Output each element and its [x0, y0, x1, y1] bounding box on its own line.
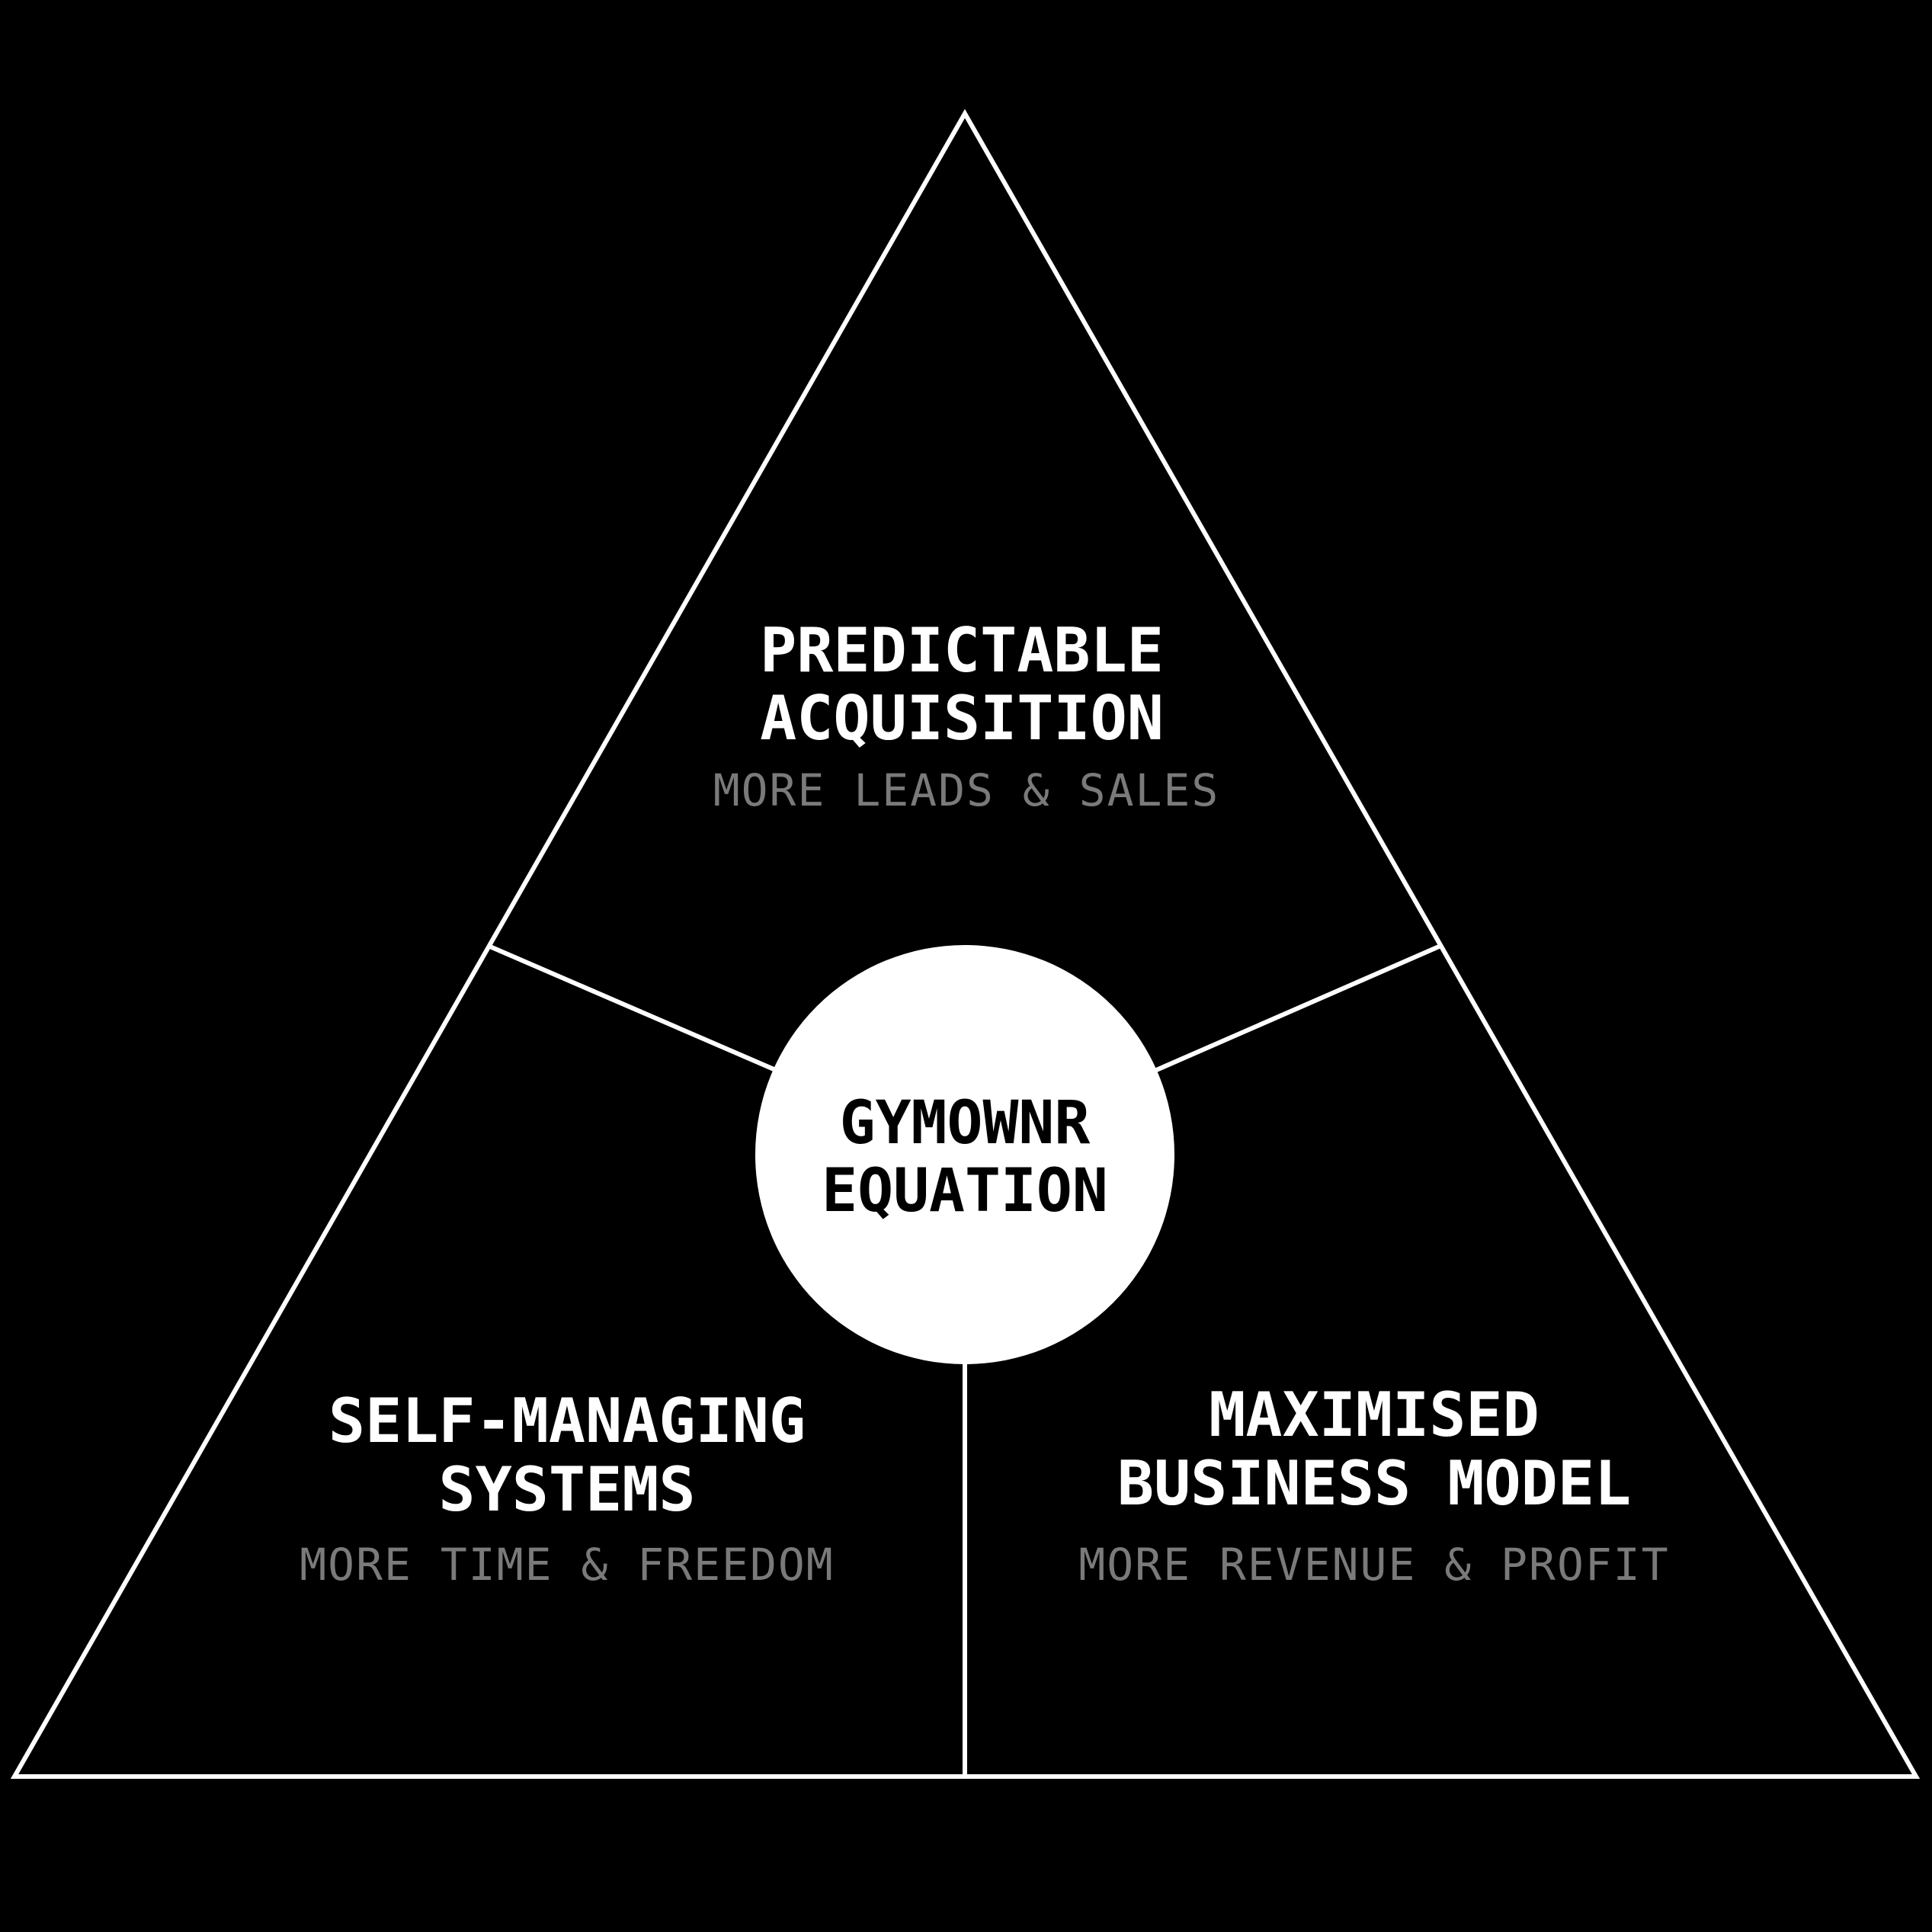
segment-title: SYSTEMS [438, 1454, 695, 1525]
segment-subtitle: MORE REVENUE & PROFIT [1078, 1539, 1669, 1591]
segment-right: MAXIMISED BUSINESS MODEL MORE REVENUE & … [1078, 1379, 1669, 1591]
segment-left: SELF-MANAGING SYSTEMS MORE TIME & FREEDO… [300, 1386, 834, 1591]
segment-top: PREDICTABLE ACQUISITION MORE LEADS & SAL… [713, 615, 1220, 816]
segment-subtitle: MORE LEADS & SALES [713, 764, 1220, 816]
segment-title: PREDICTABLE [760, 615, 1164, 686]
center-circle [755, 945, 1174, 1364]
divider-right [1153, 944, 1440, 1073]
segment-title: BUSINESS MODEL [1117, 1448, 1631, 1519]
center-label-line2: EQUATION [822, 1157, 1108, 1226]
segment-title: SELF-MANAGING [328, 1386, 806, 1456]
segment-title: MAXIMISED [1209, 1379, 1539, 1450]
segment-title: ACQUISITION [760, 683, 1164, 754]
segment-subtitle: MORE TIME & FREEDOM [300, 1539, 834, 1591]
divider-left [489, 944, 779, 1073]
center-label-line1: GYMOWNR [840, 1089, 1091, 1158]
